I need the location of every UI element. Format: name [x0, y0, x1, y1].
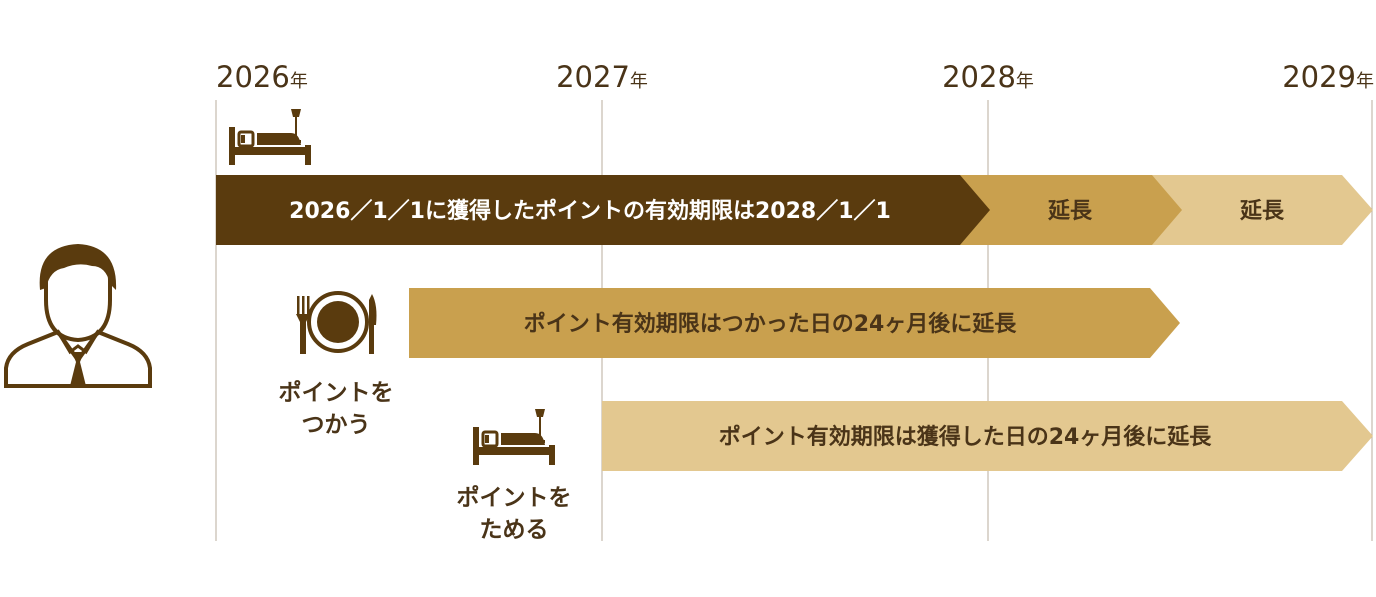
use-caption-line2: つかう [302, 412, 371, 438]
extension-label-2: 延長 [1239, 199, 1285, 224]
use-caption-line1: ポイントを [279, 379, 394, 406]
year-label-2027: 2027年 [556, 60, 648, 94]
extension-segment-2 [1150, 175, 1373, 245]
use-bar-text: ポイント有効期限はつかった日の24ヶ月後に延長 [524, 311, 1018, 337]
earn-bar-text: ポイント有効期限は獲得した日の24ヶ月後に延長 [719, 424, 1213, 450]
expiry-segment [216, 175, 990, 245]
person-icon [3, 244, 152, 388]
earn-caption-line1: ポイントを [457, 484, 572, 511]
year-label-2026: 2026年 [216, 60, 308, 94]
expiry-text: 2026／1／1に獲得したポイントの有効期限は2028／1／1 [289, 198, 891, 224]
year-label-2028: 2028年 [942, 60, 1034, 94]
use-bar: ポイント有効期限はつかった日の24ヶ月後に延長 [409, 288, 1180, 358]
extension-label-1: 延長 [1047, 199, 1093, 224]
hotel-bed-icon [229, 109, 311, 165]
earn-caption-line2: ためる [480, 517, 549, 543]
earn-bar: ポイント有効期限は獲得した日の24ヶ月後に延長 [602, 401, 1373, 471]
dining-icon [296, 291, 377, 354]
hotel-bed-icon [473, 409, 555, 465]
extension-segment-1 [958, 175, 1182, 245]
top-bar: 2026／1／1に獲得したポイントの有効期限は2028／1／1 延長 延長 [216, 175, 1373, 245]
year-label-2029: 2029年 [1282, 60, 1374, 94]
